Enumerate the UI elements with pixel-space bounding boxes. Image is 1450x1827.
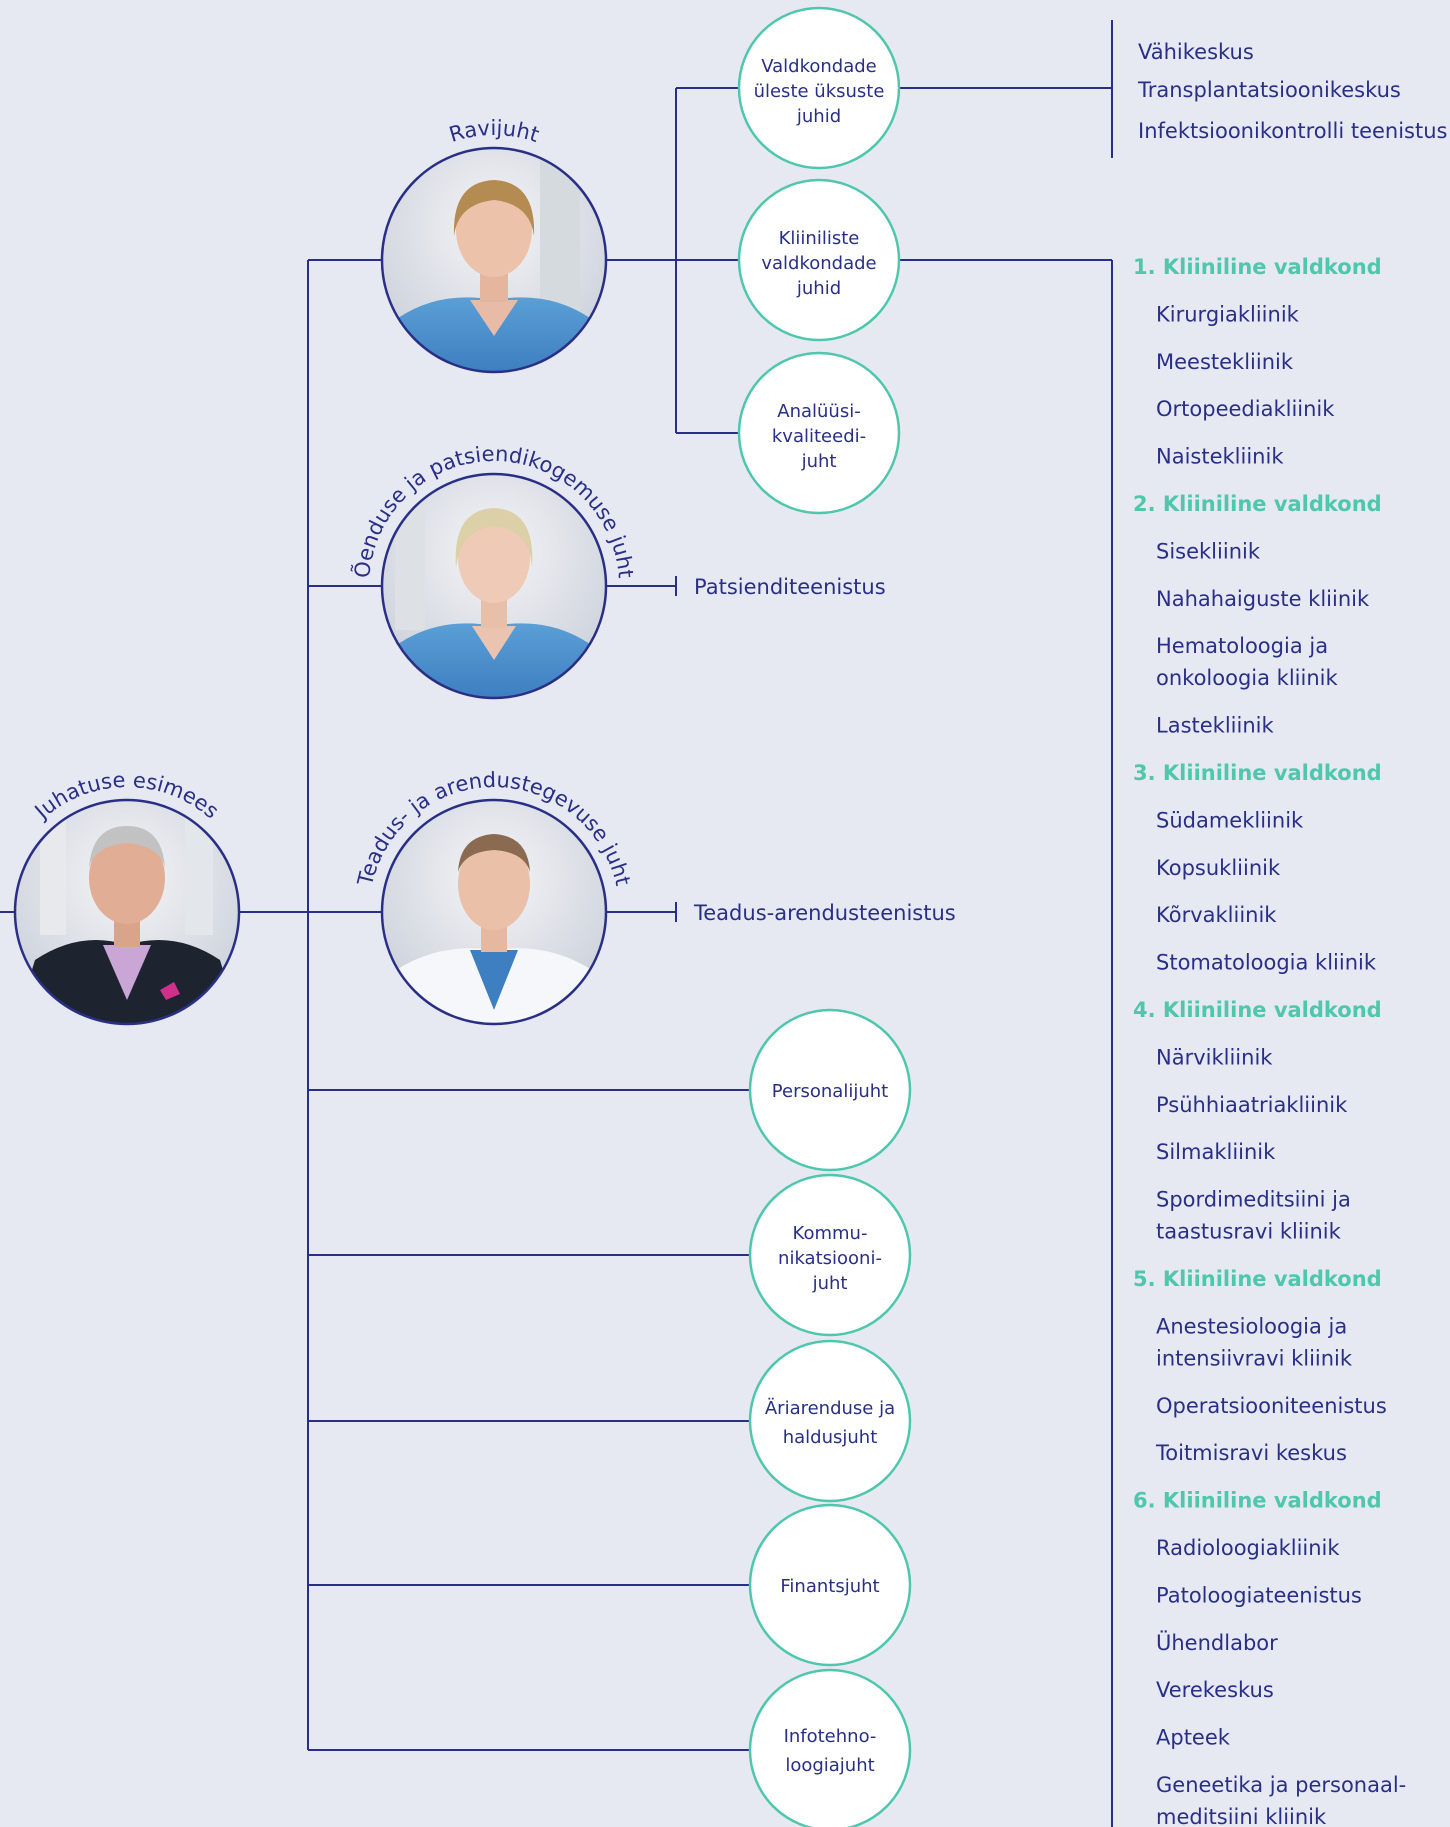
clinical-unit: Südamekliinik	[1156, 808, 1304, 832]
role-node-ariarendus: Äriarenduse ja haldusjuht	[748, 1339, 912, 1503]
clinical-area-title: 3. Kliiniline valdkond	[1133, 761, 1382, 785]
clinical-area-title: 4. Kliiniline valdkond	[1133, 998, 1382, 1022]
clinical-unit: Psühhiaatriakliinik	[1156, 1093, 1348, 1117]
clinical-unit: taastusravi kliinik	[1156, 1220, 1342, 1244]
clinical-unit: Meestekliinik	[1156, 350, 1294, 374]
chairman-node	[13, 798, 241, 1026]
clinical-unit: Operatsiooniteenistus	[1156, 1394, 1387, 1418]
role-node-personal: Personalijuht	[748, 1008, 912, 1172]
exec-node-teadus	[380, 798, 608, 1026]
clinical-unit: Naistekliinik	[1156, 445, 1284, 469]
clinical-area-title: 2. Kliiniline valdkond	[1133, 492, 1382, 516]
clinical-unit: Kirurgiakliinik	[1156, 302, 1300, 326]
unit-teadus-arendusteenistus: Teadus-arendusteenistus	[693, 901, 956, 925]
clinical-unit: Kopsukliinik	[1156, 856, 1281, 880]
role-node-valdkondade: Valdkondade üleste üksuste juhid	[737, 6, 901, 170]
clinical-unit: Lastekliinik	[1156, 714, 1274, 738]
role-kliiniliste-line2: valdkondade	[761, 253, 876, 274]
role-finants-line1: Finantsjuht	[780, 1576, 879, 1597]
role-kommunikatsioon-line1: Kommu-	[793, 1223, 868, 1244]
cross-unit-list: Vähikeskus Transplantatsioonikeskus Infe…	[1137, 40, 1447, 143]
clinical-unit: Toitmisravi keskus	[1155, 1441, 1347, 1465]
teadus-photo	[382, 800, 606, 1024]
role-valdkondade-line2: üleste üksuste	[754, 81, 885, 102]
role-circles: Valdkondade üleste üksuste juhid Kliinil…	[737, 6, 912, 1827]
clinical-unit: Stomatoloogia kliinik	[1156, 951, 1377, 975]
exec-node-oendus	[380, 472, 608, 700]
cross-unit-item: Infektsioonikontrolli teenistus	[1138, 119, 1447, 143]
clinical-unit: Silmakliinik	[1156, 1140, 1276, 1164]
clinical-area-title: 1. Kliiniline valdkond	[1133, 255, 1382, 279]
clinical-unit: Geneetika ja personaal-	[1156, 1773, 1406, 1797]
clinical-unit: Ortopeediakliinik	[1156, 397, 1335, 421]
role-node-analuusi: Analüüsi- kvaliteedi- juht	[737, 351, 901, 515]
clinical-unit: Ühendlabor	[1156, 1630, 1278, 1655]
role-kommunikatsioon-line3: juht	[812, 1273, 848, 1294]
role-analuusi-line1: Analüüsi-	[777, 401, 860, 422]
clinical-unit: Verekeskus	[1156, 1678, 1274, 1702]
clinical-unit: Radioloogiakliinik	[1156, 1536, 1340, 1560]
role-valdkondade-line3: juhid	[796, 106, 841, 127]
clinical-unit: meditsiini kliinik	[1156, 1805, 1327, 1827]
clinical-unit: Hematoloogia ja	[1156, 634, 1328, 658]
role-analuusi-line2: kvaliteedi-	[772, 426, 866, 447]
clinical-unit: intensiivravi kliinik	[1156, 1346, 1353, 1370]
role-kliiniliste-line3: juhid	[796, 278, 841, 299]
cross-unit-item: Transplantatsioonikeskus	[1137, 78, 1401, 102]
role-kliiniliste-line1: Kliiniliste	[779, 228, 860, 249]
role-ariarendus-line1: Äriarenduse ja	[765, 1398, 895, 1419]
role-infotehnoloogia-line2: loogiajuht	[785, 1755, 874, 1776]
exec-node-ravijuht	[380, 146, 608, 374]
clinical-unit: Apteek	[1156, 1726, 1231, 1750]
clinical-unit: Spordimeditsiini ja	[1156, 1188, 1351, 1212]
role-personal-line1: Personalijuht	[772, 1081, 888, 1102]
role-node-kliiniliste: Kliiniliste valdkondade juhid	[737, 178, 901, 342]
clinical-area-title: 6. Kliiniline valdkond	[1133, 1489, 1382, 1513]
unit-patsienditeenistus: Patsienditeenistus	[694, 575, 886, 599]
clinical-unit: Sisekliinik	[1156, 539, 1261, 563]
role-ariarendus-line2: haldusjuht	[783, 1427, 878, 1448]
role-node-kommunikatsioon: Kommu- nikatsiooni- juht	[748, 1173, 912, 1337]
clinical-unit: Patoloogiateenistus	[1156, 1583, 1362, 1607]
clinical-unit: Kõrvakliinik	[1156, 903, 1277, 927]
cross-unit-item: Vähikeskus	[1138, 40, 1254, 64]
role-node-infotehnoloogia: Infotehno- loogiajuht	[748, 1668, 912, 1827]
chairman-photo	[15, 800, 239, 1024]
clinical-unit: Närvikliinik	[1156, 1045, 1273, 1069]
ravijuht-title: Ravijuht	[446, 116, 542, 147]
clinical-unit: Anestesioloogia ja	[1156, 1314, 1347, 1338]
clinical-unit: onkoloogia kliinik	[1156, 666, 1338, 690]
clinical-areas-list: 1. Kliiniline valdkondKirurgiakliinikMee…	[1133, 255, 1406, 1827]
role-node-finants: Finantsjuht	[748, 1503, 912, 1667]
role-analuusi-line3: juht	[801, 451, 837, 472]
role-kommunikatsioon-line2: nikatsiooni-	[778, 1248, 882, 1269]
role-valdkondade-line1: Valdkondade	[761, 56, 877, 77]
clinical-unit: Nahahaiguste kliinik	[1156, 587, 1370, 611]
connector-lines	[0, 20, 1113, 1827]
role-infotehnoloogia-line1: Infotehno-	[784, 1726, 877, 1747]
clinical-area-title: 5. Kliiniline valdkond	[1133, 1267, 1382, 1291]
